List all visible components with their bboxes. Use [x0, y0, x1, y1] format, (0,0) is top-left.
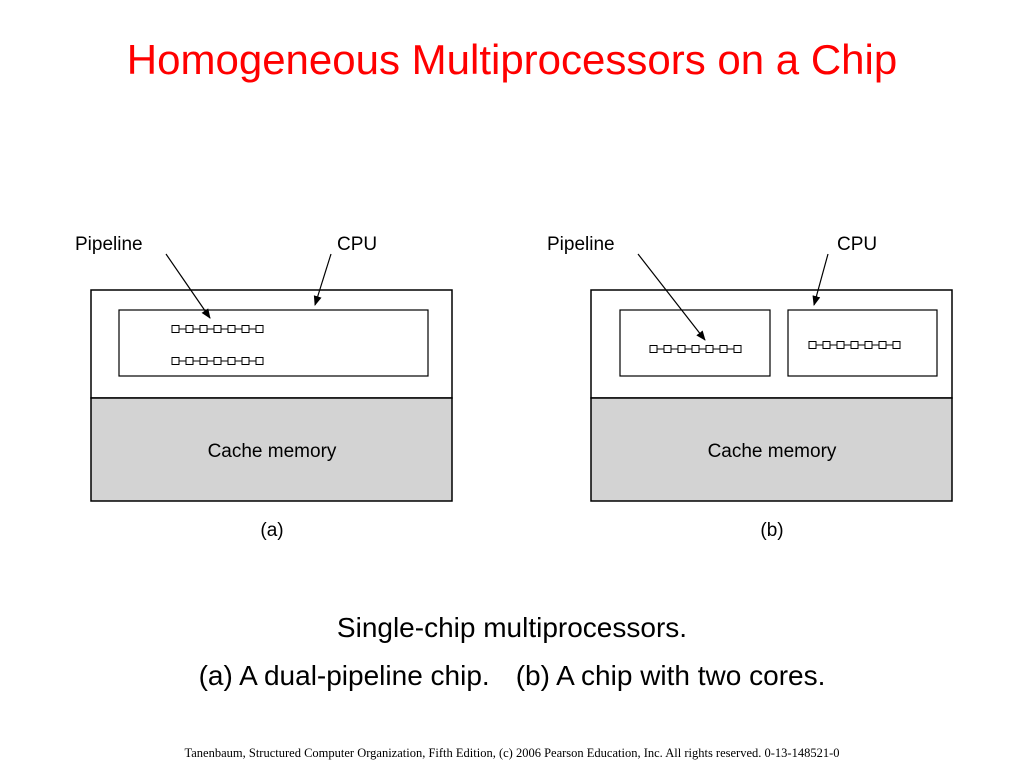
pipeline-stage [199, 325, 208, 333]
pipeline-b-2 [808, 341, 901, 349]
cpu-a [118, 309, 429, 377]
caption-part-b: (b) A chip with two cores. [515, 660, 826, 691]
pipeline-stage [185, 357, 194, 365]
cache-b [590, 397, 953, 502]
pipeline-stage [663, 345, 672, 353]
pipeline-stage [227, 325, 236, 333]
pipeline-stage [822, 341, 831, 349]
diagram-a: Pipeline CPU Cache memory (a) [75, 234, 453, 541]
pipeline-stage [808, 341, 817, 349]
pipeline-stage [850, 341, 859, 349]
copyright-footer: Tanenbaum, Structured Computer Organizat… [184, 746, 840, 760]
diagram-b: Pipeline CPU Cache memory (b) [547, 234, 953, 541]
pipeline-stage [649, 345, 658, 353]
pipeline-stage [677, 345, 686, 353]
pipeline-stage [241, 325, 250, 333]
pipeline-stage [171, 357, 180, 365]
sub-label-a: (a) [260, 520, 283, 541]
pipeline-label-b: Pipeline [547, 234, 615, 255]
pipeline-stage [241, 357, 250, 365]
pipeline-stage [185, 325, 194, 333]
pipeline-arrow-a [165, 253, 211, 319]
pipeline-stage [227, 357, 236, 365]
cpu-label-a: CPU [337, 234, 377, 255]
cache-label-b: Cache memory [708, 441, 837, 462]
pipeline-stage [691, 345, 700, 353]
caption-line-2: (a) A dual-pipeline chip. (b) A chip with… [0, 660, 1024, 692]
pipeline-stage [864, 341, 873, 349]
core-b-1 [619, 309, 771, 377]
cache-label-a: Cache memory [208, 441, 337, 462]
pipeline-stage [878, 341, 887, 349]
cpu-arrow-a [313, 253, 332, 306]
pipeline-stage [255, 325, 264, 333]
pipeline-a-2 [171, 357, 264, 365]
pipeline-stage [199, 357, 208, 365]
cpu-label-b: CPU [837, 234, 877, 255]
sub-label-b: (b) [760, 520, 783, 541]
pipeline-stage [213, 325, 222, 333]
pipeline-arrow-b [637, 253, 706, 341]
pipeline-b-1 [649, 345, 742, 353]
pipeline-stage [719, 345, 728, 353]
pipeline-stage [836, 341, 845, 349]
pipeline-stage [892, 341, 901, 349]
pipeline-stage [733, 345, 742, 353]
slide-title: Homogeneous Multiprocessors on a Chip [126, 36, 898, 83]
cpu-arrow-b [812, 253, 829, 306]
pipeline-a-1 [171, 325, 264, 333]
pipeline-label-a: Pipeline [75, 234, 143, 255]
pipeline-stage [255, 357, 264, 365]
caption-line-1: Single-chip multiprocessors. [336, 612, 688, 643]
pipeline-stage [705, 345, 714, 353]
cache-a [90, 397, 453, 502]
pipeline-stage [171, 325, 180, 333]
pipeline-stage [213, 357, 222, 365]
caption-part-a: (a) A dual-pipeline chip. [198, 660, 490, 691]
